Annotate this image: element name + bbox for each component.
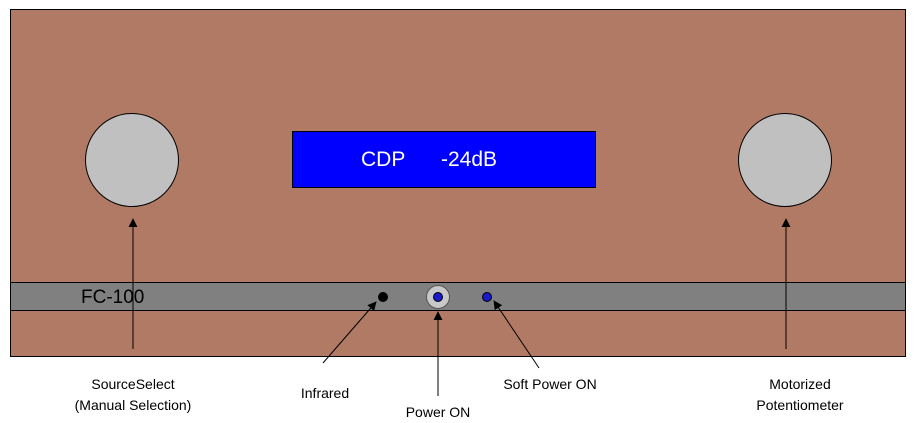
arrow-infrared xyxy=(322,301,377,364)
arrow-soft-power xyxy=(493,300,540,369)
soft-power-led xyxy=(482,292,492,302)
label-infrared: Infrared xyxy=(300,385,350,401)
label-motorized-line2: Potentiometer xyxy=(756,397,844,413)
lcd-display: CDP -24dB xyxy=(292,131,596,188)
label-soft-power-on: Soft Power ON xyxy=(503,376,597,392)
label-source-select-line1: SourceSelect xyxy=(91,376,175,392)
source-select-knob[interactable] xyxy=(85,113,179,207)
infrared-sensor xyxy=(378,292,388,302)
display-source: CDP xyxy=(361,148,406,171)
power-led xyxy=(433,292,443,302)
model-label: FC-100 xyxy=(81,287,145,308)
label-motorized: Motorized Potentiometer xyxy=(736,374,864,416)
label-power-on: Power ON xyxy=(405,404,471,420)
volume-knob[interactable] xyxy=(738,113,832,207)
power-button[interactable] xyxy=(426,285,450,309)
label-motorized-line1: Motorized xyxy=(769,376,831,392)
label-source-select-line2: (Manual Selection) xyxy=(74,397,192,413)
label-source-select: SourceSelect (Manual Selection) xyxy=(63,374,203,416)
control-strip xyxy=(10,282,906,311)
display-volume: -24dB xyxy=(441,148,498,171)
